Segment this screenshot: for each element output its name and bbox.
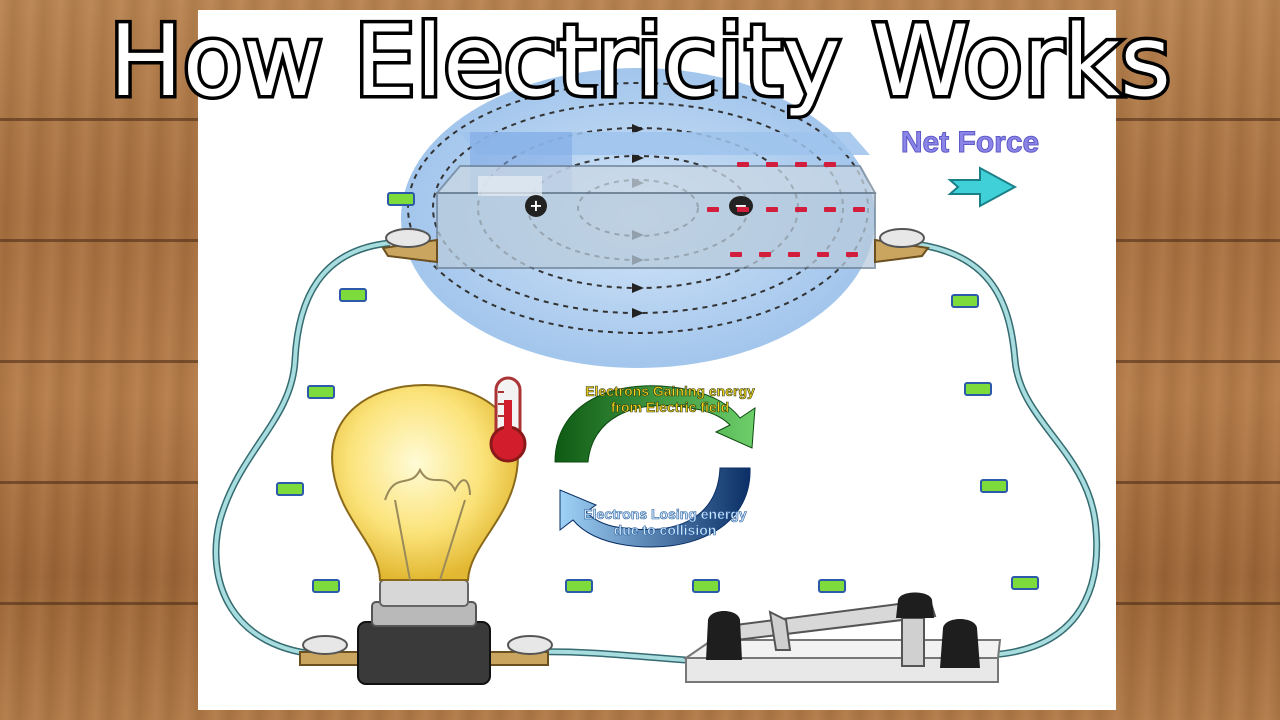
losing-energy-line1: Electrons Losing energy (583, 506, 747, 523)
net-force-label: Net Force (900, 126, 1040, 160)
battery-clip-right (874, 228, 930, 264)
losing-energy-line2: due to collision (613, 522, 717, 539)
battery-terminal-positive (525, 195, 547, 217)
negative-charges (707, 162, 865, 257)
gaining-energy-line1: Electrons Gaining energy (585, 383, 755, 400)
energy-gain-arrow (554, 385, 756, 463)
page-title: How Electricity Works (105, 2, 1174, 123)
negative-terminal-symbol: − (734, 196, 748, 215)
light-bulb (299, 383, 553, 685)
positive-terminal-symbol: + (529, 196, 543, 215)
gaining-energy-line2: from Electric field (610, 399, 730, 416)
knife-switch (682, 592, 1002, 683)
energy-loss-arrow (559, 467, 751, 548)
battery (434, 132, 877, 269)
losing-energy-label: Electrons Losing energy due to collision (555, 506, 775, 539)
thermometer-icon (489, 376, 527, 463)
battery-clip-left (381, 228, 438, 264)
gaining-energy-label: Electrons Gaining energy from Electric f… (560, 383, 780, 416)
net-force-arrow-icon (947, 166, 1018, 208)
